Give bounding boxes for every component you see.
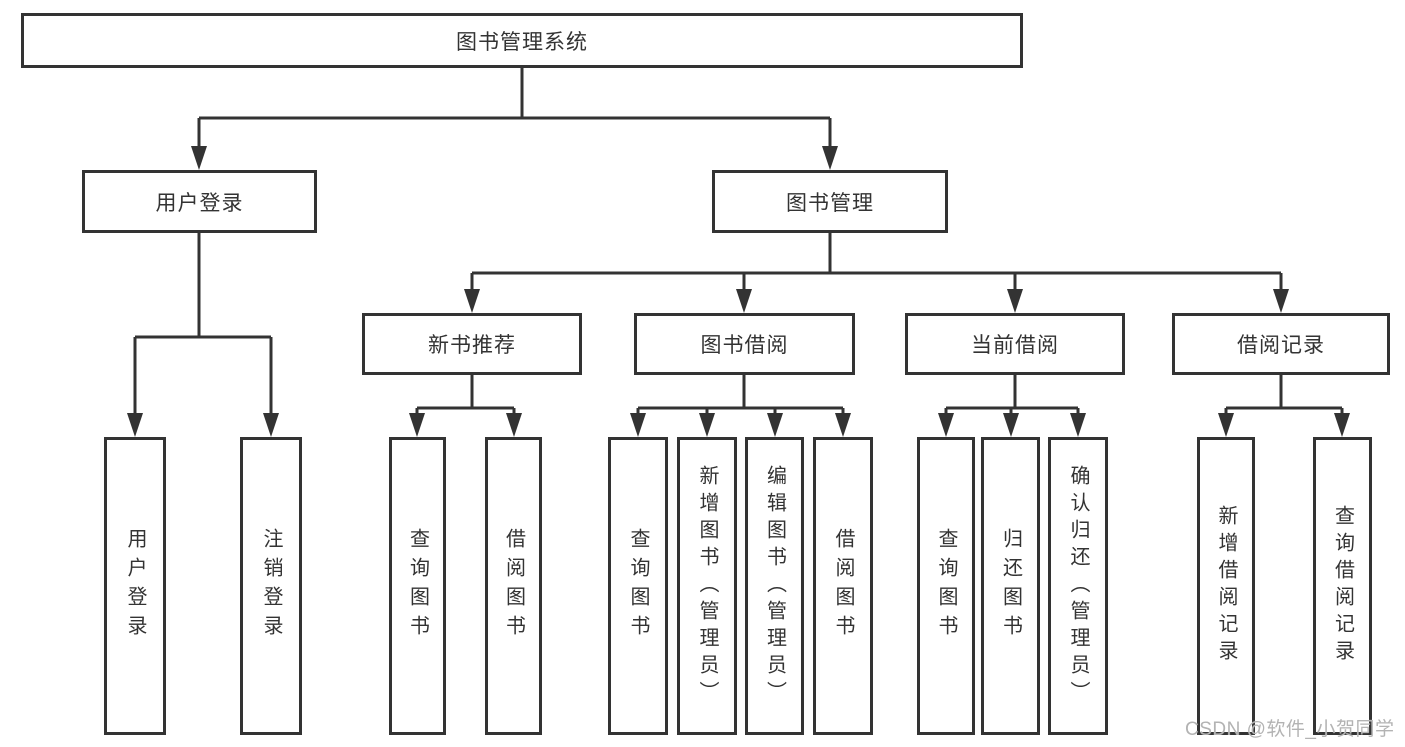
connector-bookmgmt-children bbox=[470, 233, 1283, 293]
arrowhead bbox=[506, 413, 522, 437]
arrowhead bbox=[263, 413, 279, 437]
connector-userlogin-children bbox=[133, 233, 273, 417]
node-borrow-records: 借阅记录 bbox=[1172, 313, 1390, 375]
node-label: 查询图书 bbox=[406, 528, 429, 644]
node-user-login: 用户登录 bbox=[82, 170, 317, 233]
leaf-add-borrow-record: 新增借阅记录 bbox=[1197, 437, 1255, 735]
arrowhead bbox=[835, 413, 851, 437]
leaf-borrow-books-recommend: 借阅图书 bbox=[485, 437, 542, 735]
node-label: 借阅图书 bbox=[502, 528, 525, 644]
arrowhead bbox=[127, 413, 143, 437]
node-label: 查询借阅记录 bbox=[1331, 505, 1354, 667]
node-label: 借阅记录 bbox=[1237, 334, 1325, 357]
leaf-edit-books-admin: 编辑图书（管理员） bbox=[745, 437, 804, 735]
node-library-system: 图书管理系统 bbox=[21, 13, 1023, 68]
node-label: 图书借阅 bbox=[700, 334, 789, 357]
arrowhead bbox=[630, 413, 646, 437]
node-label: 新书推荐 bbox=[428, 334, 516, 357]
node-label: 查询图书 bbox=[935, 528, 957, 644]
arrowhead bbox=[1273, 289, 1289, 313]
node-label: 新增图书（管理员） bbox=[696, 464, 718, 708]
node-label: 用户登录 bbox=[155, 191, 244, 215]
leaf-logout: 注销登录 bbox=[240, 437, 302, 735]
node-label: 注销登录 bbox=[260, 528, 282, 644]
node-label: 确认归还（管理员） bbox=[1067, 464, 1089, 708]
arrowhead bbox=[1334, 413, 1350, 437]
leaf-return-books: 归还图书 bbox=[981, 437, 1040, 735]
node-book-management: 图书管理 bbox=[712, 170, 948, 233]
node-label: 用户登录 bbox=[124, 528, 146, 644]
leaf-add-books-admin: 新增图书（管理员） bbox=[677, 437, 737, 735]
node-label: 新增借阅记录 bbox=[1215, 505, 1237, 667]
connector-current-children bbox=[944, 375, 1080, 417]
arrowhead bbox=[1003, 413, 1019, 437]
arrowhead bbox=[938, 413, 954, 437]
connector-borrow-children bbox=[636, 375, 845, 417]
leaf-user-login: 用户登录 bbox=[104, 437, 166, 735]
leaf-borrow-books: 借阅图书 bbox=[813, 437, 873, 735]
csdn-watermark: CSDN @软件_小贺同学 bbox=[1185, 719, 1395, 740]
arrowhead bbox=[409, 413, 425, 437]
arrowhead bbox=[1070, 413, 1086, 437]
node-label: 图书管理系统 bbox=[456, 30, 588, 54]
connector-root-to-level2 bbox=[197, 68, 832, 150]
arrowhead bbox=[464, 289, 480, 313]
arrowhead bbox=[822, 146, 838, 170]
node-new-book-recommend: 新书推荐 bbox=[362, 313, 582, 375]
node-label: 当前借阅 bbox=[971, 334, 1059, 357]
arrowhead bbox=[699, 413, 715, 437]
arrowhead bbox=[1007, 289, 1023, 313]
leaf-query-books-borrowing: 查询图书 bbox=[608, 437, 668, 735]
connector-records-children bbox=[1224, 375, 1344, 417]
arrowhead bbox=[1218, 413, 1234, 437]
node-label: 编辑图书（管理员） bbox=[763, 464, 786, 708]
leaf-confirm-return-admin: 确认归还（管理员） bbox=[1048, 437, 1108, 735]
node-label: 图书管理 bbox=[786, 191, 874, 215]
leaf-query-books-current: 查询图书 bbox=[917, 437, 975, 735]
node-label: 借阅图书 bbox=[832, 528, 854, 644]
arrowhead bbox=[767, 413, 783, 437]
leaf-query-borrow-record: 查询借阅记录 bbox=[1313, 437, 1372, 735]
node-current-borrowing: 当前借阅 bbox=[905, 313, 1125, 375]
arrowhead bbox=[736, 289, 752, 313]
node-label: 查询图书 bbox=[627, 528, 649, 644]
connector-newbook-children bbox=[415, 375, 516, 417]
node-book-borrowing: 图书借阅 bbox=[634, 313, 855, 375]
node-label: 归还图书 bbox=[999, 528, 1022, 644]
leaf-query-books-recommend: 查询图书 bbox=[389, 437, 446, 735]
arrowhead bbox=[191, 146, 207, 170]
